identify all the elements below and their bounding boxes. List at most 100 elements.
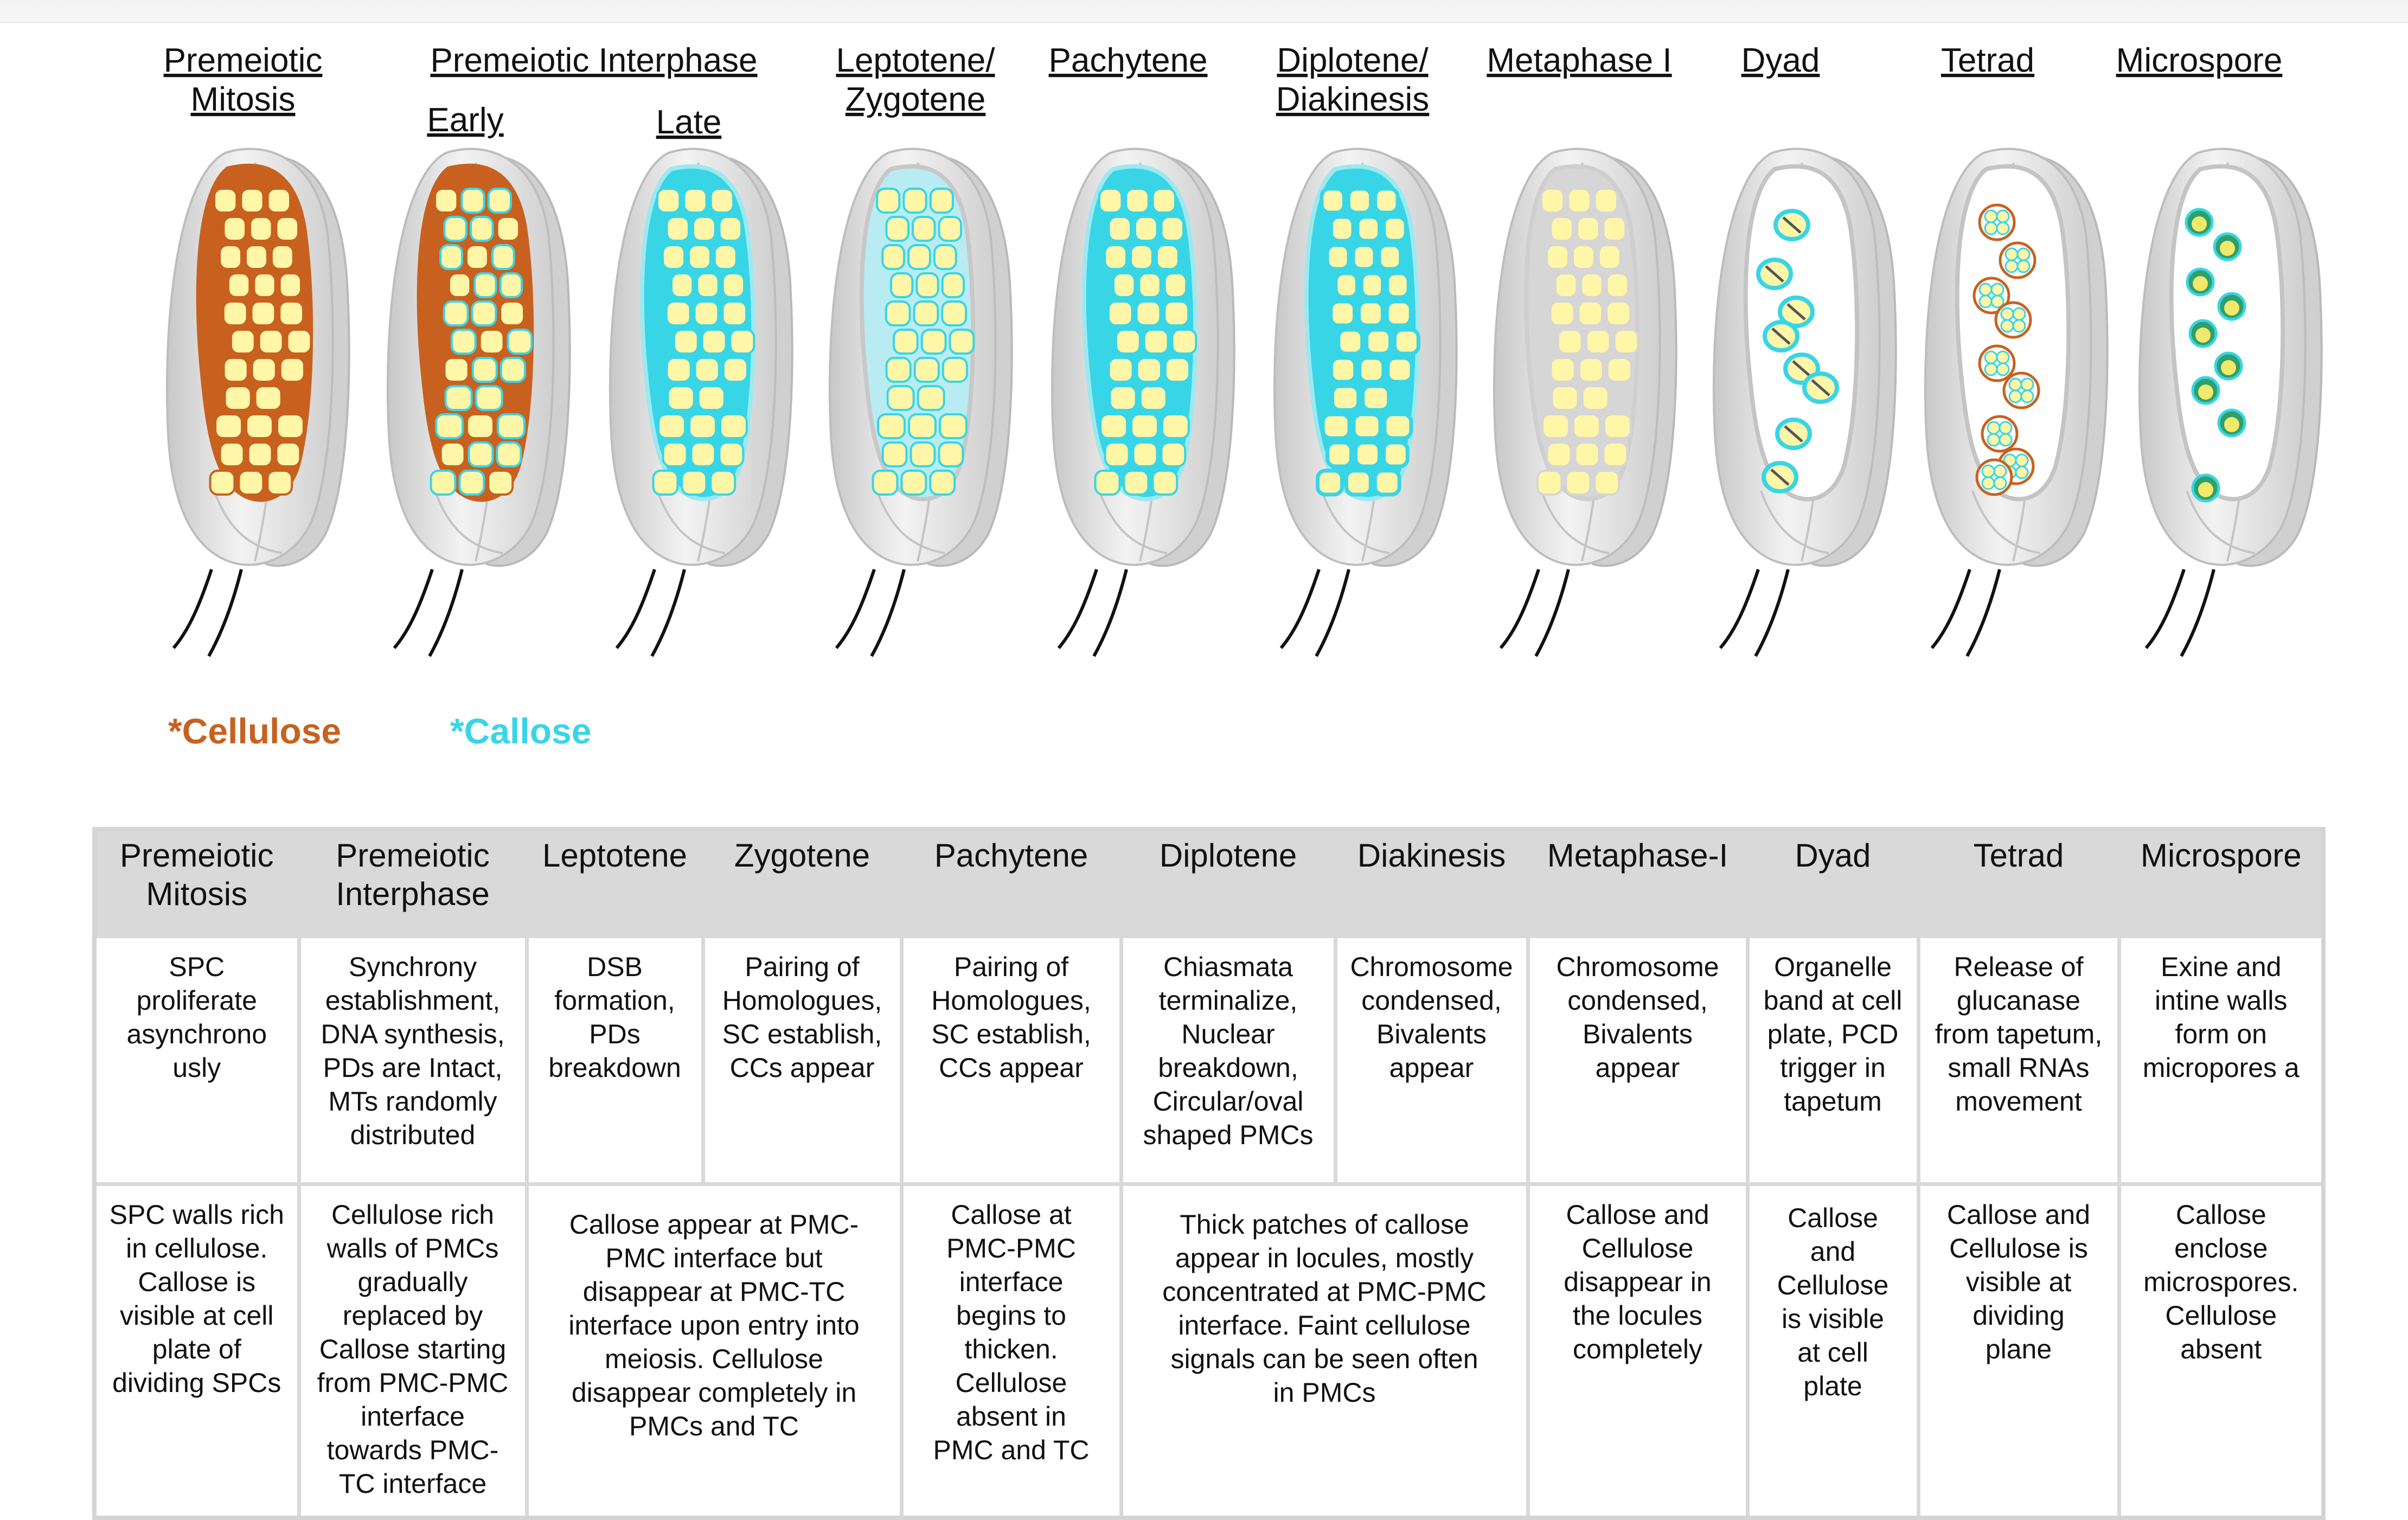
pmc-cell [1567, 188, 1592, 214]
anther-tetrad [1924, 147, 2109, 657]
filament-line [1279, 569, 1321, 649]
header-microspore: Microspore [2117, 827, 2326, 938]
lobe-divider [1971, 490, 2041, 554]
title-microspore: Microspore [2116, 42, 2283, 79]
pmc-cell [1160, 441, 1187, 467]
pmc-cell [1104, 244, 1128, 270]
pmc-cell [1581, 385, 1610, 411]
pmc-cell [1161, 413, 1190, 439]
pmc-cell [1143, 329, 1169, 355]
pmc-cell [1382, 412, 1413, 440]
pmc-cell [1580, 272, 1604, 298]
pmc-cell [491, 244, 515, 270]
pmc-cell [1565, 470, 1592, 496]
pmc-cell [709, 470, 737, 496]
microspore-core [2192, 216, 2207, 232]
tetrad-cell [1996, 350, 2010, 364]
title-pachytene: Pachytene [1049, 42, 1208, 79]
pmc-cell [278, 272, 303, 298]
pmc-cell [1357, 356, 1386, 384]
tetrad [1999, 241, 2036, 279]
tetrad-cell [1984, 221, 1998, 235]
pmc-cell [1130, 413, 1159, 439]
pmc-cell [1354, 440, 1381, 469]
anther-dyad [1712, 147, 1897, 657]
pmc-cell [942, 357, 968, 383]
pmc-cell [439, 441, 466, 467]
locule [1743, 164, 1860, 502]
pmc-cell [1546, 441, 1572, 467]
pmc-cell [938, 216, 963, 242]
pmc-cell [1554, 272, 1578, 298]
wall-tetrad: Callose and Cellulose is visible at divi… [1916, 1182, 2121, 1520]
pmc-cell [1136, 357, 1162, 383]
pmc-cell [889, 272, 914, 298]
wall-microspore: Callose enclose microspores. Cellulose a… [2117, 1182, 2326, 1520]
lobe-divider [1540, 490, 1610, 554]
pmc-cell [1123, 470, 1150, 496]
pmc-cell [278, 300, 305, 326]
microspore-core [2221, 360, 2236, 375]
anther-premeiotic-interphase-early [386, 147, 571, 657]
tetrad-cell [2004, 259, 2019, 273]
pmc-cell [499, 357, 526, 383]
pmc-cell [1357, 299, 1385, 328]
pmc-cell [933, 244, 957, 270]
table-row-walls: SPC walls rich in cellulose. Callose is … [92, 1182, 2326, 1520]
pmc-cell [1541, 413, 1571, 439]
tetrad-cell [1984, 350, 1998, 364]
tetrad-cell [2020, 389, 2034, 403]
filament-line [1754, 569, 1790, 657]
filament-line [1719, 569, 1760, 649]
tetrad-cell [1993, 464, 2007, 478]
lobe-divider [1098, 490, 1168, 554]
title-metaphase-i: Metaphase I [1487, 42, 1671, 79]
cell-plate [1770, 469, 1790, 486]
event-dyad: Organelle band at cell plate, PCD trigge… [1745, 934, 1920, 1186]
filament-line [1092, 569, 1128, 657]
pmc-cell [487, 470, 514, 496]
pmc-cell [1361, 384, 1391, 412]
pmc-cell [222, 216, 247, 242]
pmc-cell [1094, 470, 1121, 496]
pmc-cell [447, 272, 472, 298]
pmc-cell [1151, 188, 1177, 214]
pmc-cell [1585, 329, 1611, 355]
stage-table: Premeiotic Mitosis Premeiotic Interphase… [92, 827, 2326, 1520]
pmc-cell [1325, 243, 1351, 271]
tetrad-cell [2004, 247, 2019, 261]
pmc-cell [713, 244, 738, 270]
anther-premeiotic-mitosis-early [165, 147, 350, 657]
pmc-cell [1365, 328, 1393, 356]
event-leptotene: DSB formation, PDs breakdown [524, 934, 705, 1186]
filament-line [835, 569, 876, 649]
pmc-cell [683, 188, 708, 214]
cell-plate [1792, 360, 1811, 377]
pmc-cell [450, 329, 477, 355]
pmc-cell [1320, 187, 1346, 215]
pmc-cell [718, 441, 745, 467]
pmc-cell [907, 244, 931, 270]
tetrad-cell [2000, 307, 2014, 321]
pmc-cell [1132, 441, 1158, 467]
pmc-cell [697, 385, 726, 411]
pmc-cell [1329, 299, 1357, 328]
cell-plate [1784, 425, 1803, 442]
pmc-cell [885, 216, 910, 242]
pmc-cell [662, 441, 688, 467]
anther-diplotene-diakinesis [1273, 147, 1458, 657]
pmc-cell [693, 300, 720, 326]
pmc-cell [913, 357, 940, 383]
pmc-cell [1549, 216, 1574, 242]
pmc-cell [1151, 470, 1179, 496]
title-leptotene-zygotene: Leptotene/Zygotene [836, 42, 995, 118]
tetrad [1978, 344, 2016, 382]
pmc-cell [247, 441, 273, 467]
title-dyad: Dyad [1741, 42, 1820, 79]
pmc-cell [214, 413, 244, 439]
pmc-cell [478, 329, 505, 355]
pmc-cell [938, 441, 964, 467]
event-diplotene: Chiasmata terminalize, Nuclear breakdown… [1119, 934, 1337, 1186]
